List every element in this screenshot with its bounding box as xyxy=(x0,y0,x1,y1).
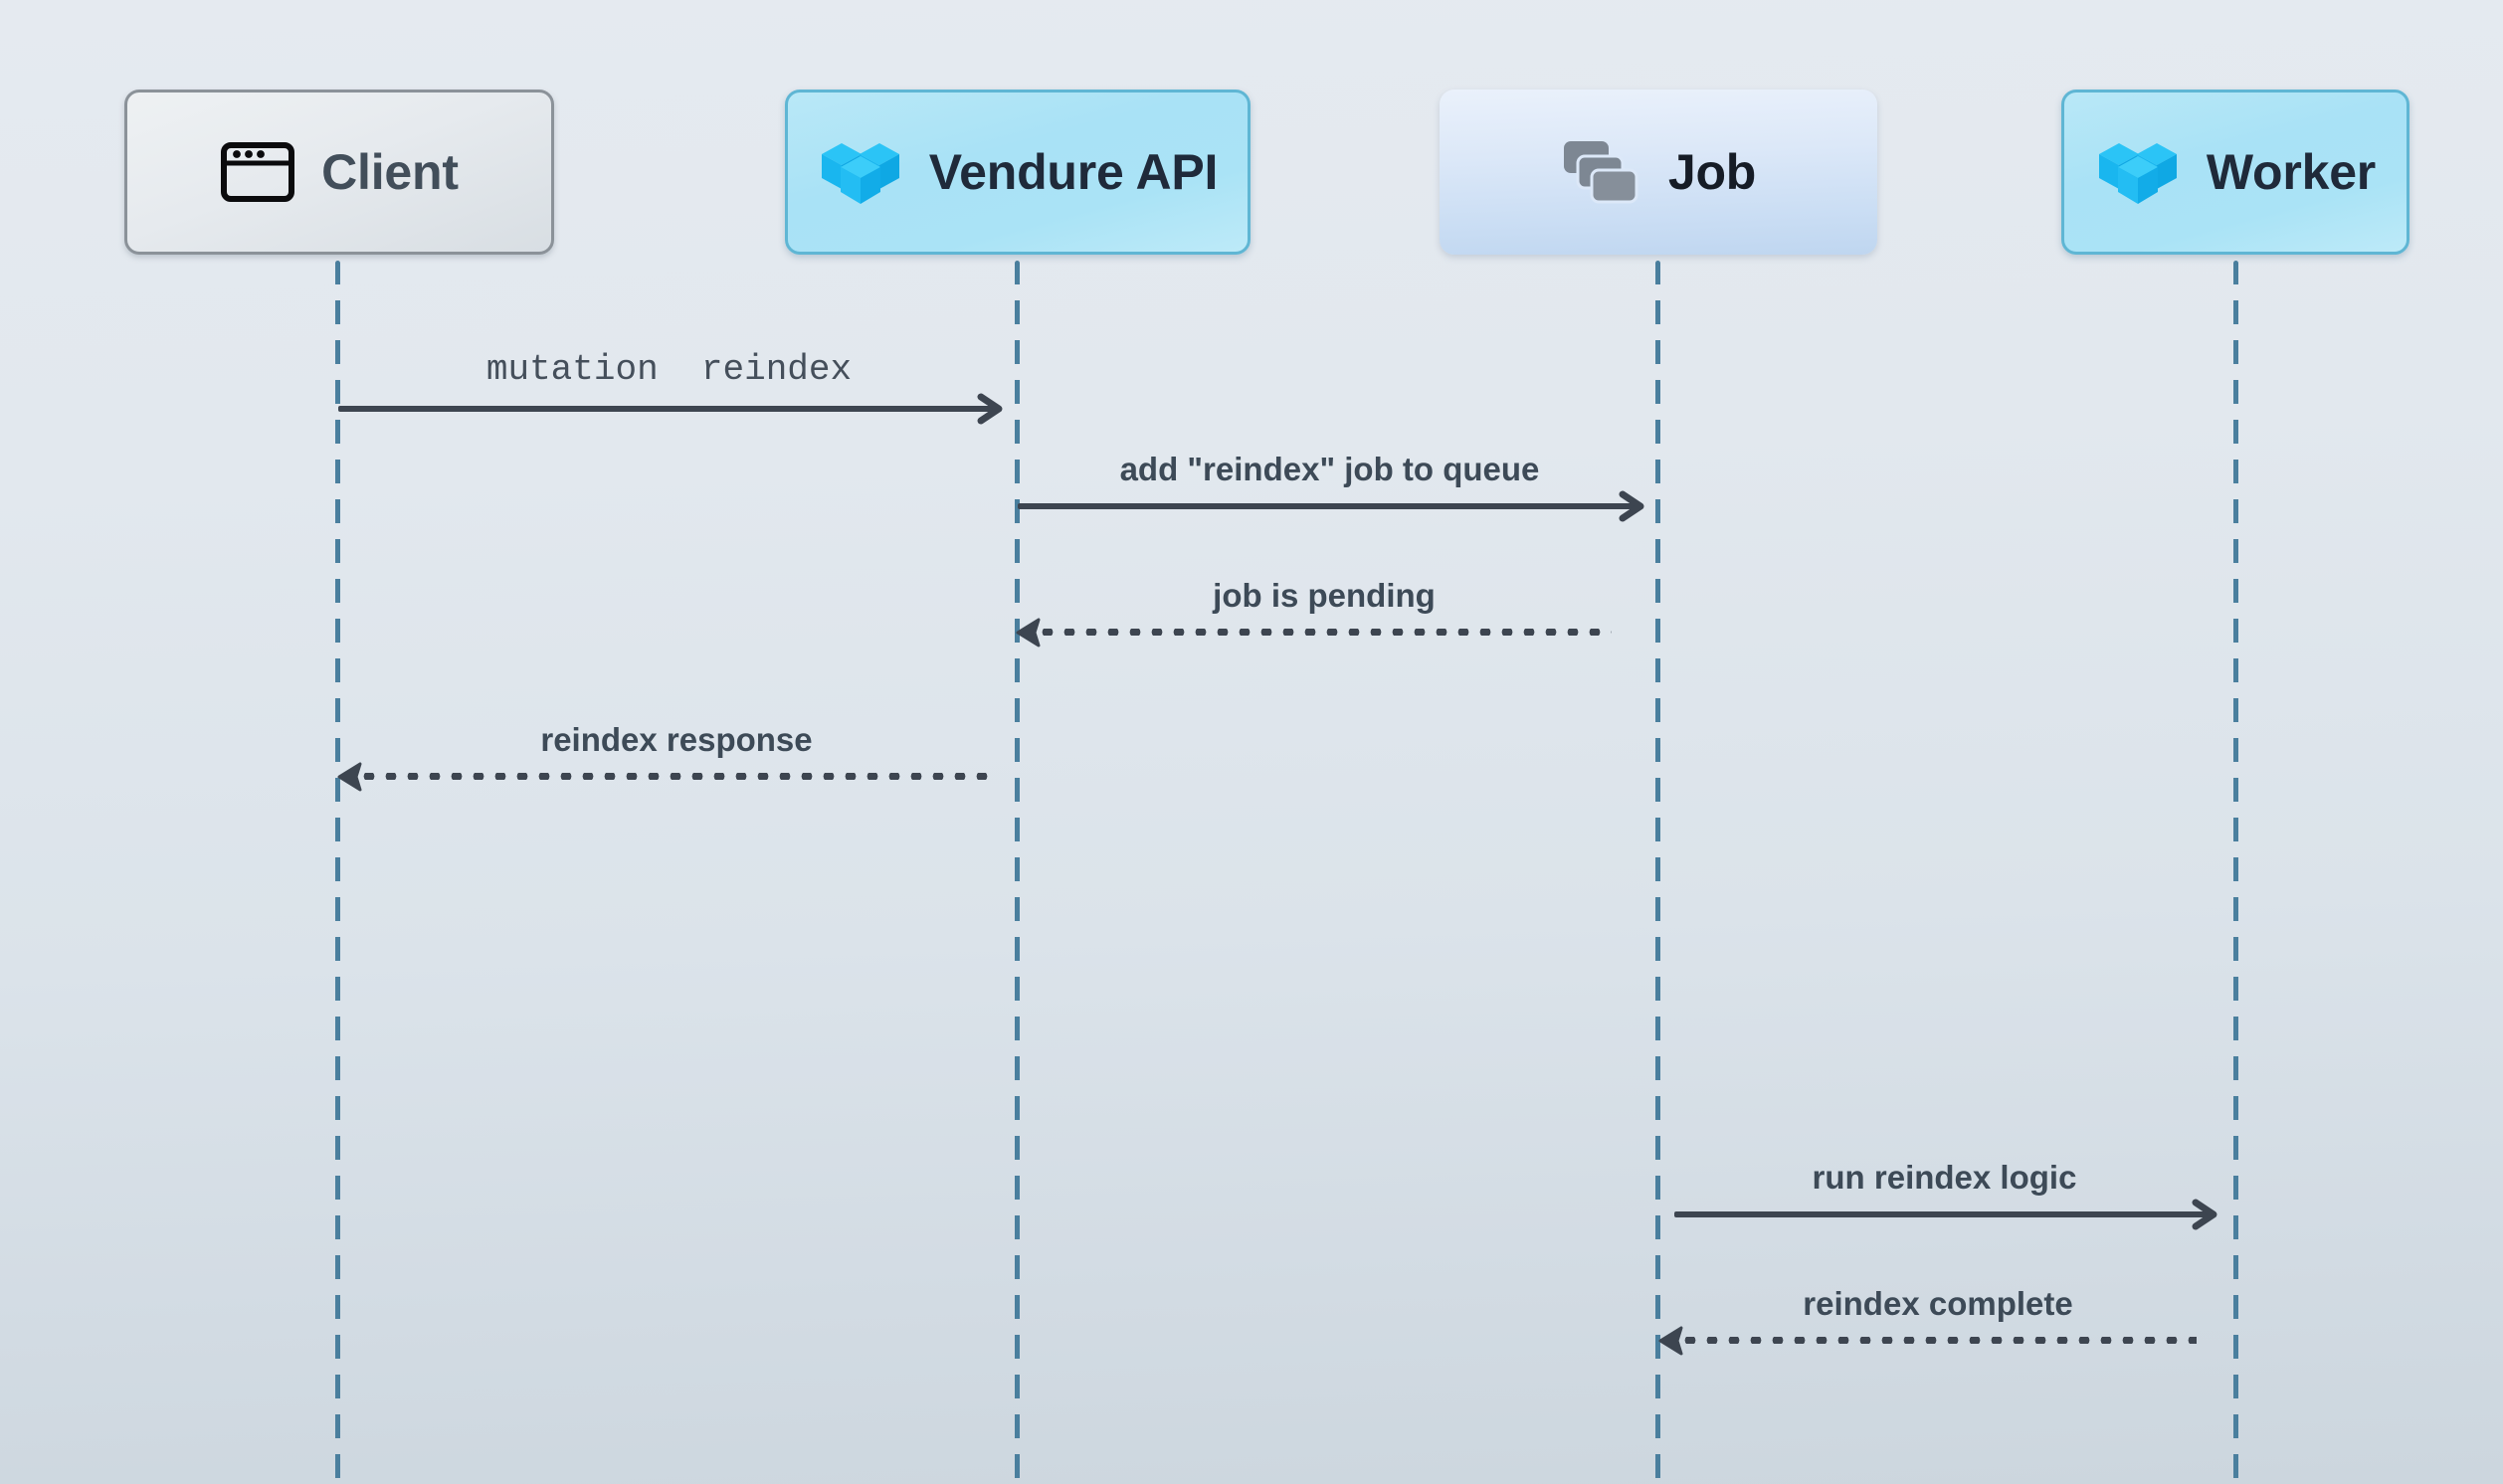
message-line-dotted xyxy=(358,773,995,780)
message-run-reindex-logic: run reindex logic xyxy=(1674,1124,2217,1230)
participant-label-client: Client xyxy=(321,144,459,200)
arrowhead-left-icon xyxy=(1013,616,1047,649)
message-reindex-response: reindex response xyxy=(337,686,995,792)
arrowhead-left-icon xyxy=(334,760,368,794)
arrowhead-right-icon xyxy=(1614,489,1647,523)
message-label: mutation reindex xyxy=(485,349,853,391)
vendure-cubes-logo-icon xyxy=(2095,134,2181,210)
arrowhead-left-icon xyxy=(1655,1324,1689,1358)
message-label: run reindex logic xyxy=(1812,1158,2077,1196)
participant-box-client[interactable]: Client xyxy=(124,90,554,255)
message-line-solid xyxy=(1674,1211,2214,1217)
message-line-dotted xyxy=(1037,629,1612,636)
message-label: reindex response xyxy=(540,720,813,758)
message-line-solid xyxy=(1018,503,1641,509)
lifeline-worker xyxy=(2233,261,2238,1484)
participant-label-worker: Worker xyxy=(2206,144,2377,200)
participant-box-job[interactable]: Job xyxy=(1440,90,1877,255)
message-add-reindex-job-to-queue: add "reindex" job to queue xyxy=(1018,416,1644,522)
message-mutation-reindex: mutation reindex xyxy=(338,318,1003,425)
browser-window-icon xyxy=(220,140,295,204)
lifeline-job xyxy=(1655,261,1660,1484)
message-reindex-complete: reindex complete xyxy=(1658,1250,2197,1356)
message-label: add "reindex" job to queue xyxy=(1119,450,1540,487)
message-line-dotted xyxy=(1679,1337,2197,1344)
lifeline-client xyxy=(335,261,340,1484)
message-label: job is pending xyxy=(1213,576,1436,614)
participant-box-worker[interactable]: Worker xyxy=(2061,90,2409,255)
participant-label-job: Job xyxy=(1667,144,1757,200)
participant-box-vendure-api[interactable]: Vendure API xyxy=(785,90,1251,255)
arrowhead-right-icon xyxy=(972,392,1006,426)
vendure-cubes-logo-icon xyxy=(818,134,903,210)
message-job-is-pending: job is pending xyxy=(1016,542,1612,648)
stacked-cards-icon xyxy=(1561,137,1642,207)
lifeline-vendure-api xyxy=(1015,261,1020,1484)
arrowhead-right-icon xyxy=(2187,1198,2220,1231)
message-label: reindex complete xyxy=(1803,1284,2073,1322)
message-line-solid xyxy=(338,406,1000,412)
participant-label-vendure-api: Vendure API xyxy=(928,144,1219,200)
